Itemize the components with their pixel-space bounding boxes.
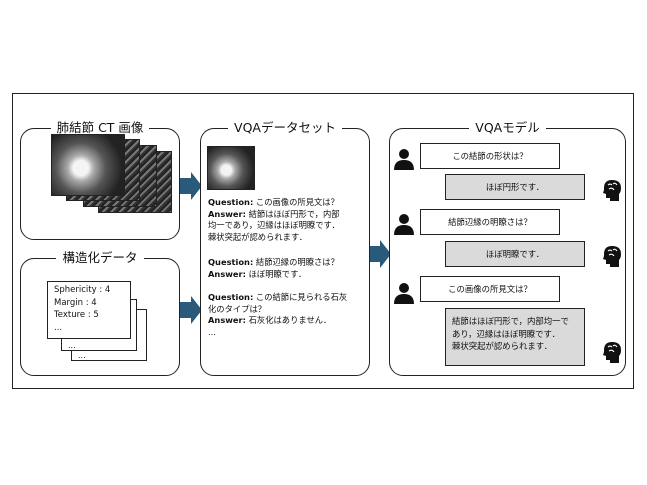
question-text: 化のタイプは？	[208, 303, 267, 314]
card-ellipsis: ...	[68, 341, 76, 350]
data-line: Sphericity : 4	[54, 285, 111, 295]
question-label: Question:	[208, 257, 254, 267]
question-text: この画像の所見文は？	[448, 284, 532, 294]
data-card-front: Sphericity : 4 Margin : 4 Texture : 5 ..…	[47, 281, 131, 339]
right-arrow-icon	[180, 296, 202, 324]
answer-label: Answer:	[208, 268, 246, 279]
answer-bubble: ほぼ円形です．	[445, 174, 585, 200]
answer-label: Answer:	[208, 208, 246, 219]
dataset-ct-thumbnail	[207, 146, 255, 190]
ct-slice-front	[51, 134, 125, 196]
question-text: この画像の所見文は？	[255, 197, 339, 207]
question-bubble: この画像の所見文は？	[420, 276, 560, 302]
answer-text: ほぼ明瞭です．	[248, 268, 307, 279]
structured-panel-title: 構造化データ	[56, 250, 144, 265]
question-text: 結節辺縁の明瞭さは？	[448, 217, 532, 227]
answer-bubble: 結節はほぼ円形で，内部均一で あり，辺縁はほぼ明瞭です． 棘状突起が認められます…	[445, 308, 585, 366]
ai-head-icon	[603, 246, 621, 267]
answer-text: 棘状突起が認められます．	[208, 231, 308, 242]
qa-item-1: Question: この画像の所見文は？ Answer: 結節はほぼ円形で，内部…	[208, 197, 378, 243]
answer-text: ほぼ円形です．	[485, 182, 545, 192]
answer-text: ほぼ明瞭です．	[485, 249, 545, 259]
ct-panel-title: 肺結節 CT 画像	[50, 120, 150, 135]
structured-data-panel: 構造化データ ... ... Sphericity : 4 Margin : 4…	[20, 250, 180, 376]
qa-item-3: Question: この結節に見られる石灰 化のタイプは？ Answer: 石灰…	[208, 292, 378, 338]
question-text: 結節辺縁の明瞭さは？	[255, 257, 339, 267]
model-panel-title: VQAモデル	[469, 120, 546, 135]
question-label: Question:	[208, 292, 254, 302]
right-arrow-icon	[180, 172, 202, 200]
answer-text: 結節はほぼ円形で，内部均一で	[452, 316, 569, 326]
answer-label: Answer:	[208, 315, 246, 326]
answer-text: あり，辺縁はほぼ明瞭です．	[452, 328, 560, 339]
question-bubble: 結節辺縁の明瞭さは？	[420, 209, 560, 235]
data-line: Margin : 4	[54, 297, 97, 308]
ai-head-icon	[603, 180, 621, 201]
question-text: この結節の形状は？	[452, 151, 528, 161]
answer-text: 石灰化はありません．	[248, 315, 332, 326]
card-ellipsis: ...	[78, 351, 86, 360]
answer-text: 棘状突起が認められます．	[452, 341, 553, 351]
ct-image-panel: 肺結節 CT 画像	[20, 120, 180, 240]
answer-text: 結節はほぼ円形で，内部	[248, 208, 340, 219]
answer-bubble: ほぼ明瞭です．	[445, 241, 585, 267]
right-arrow-icon	[369, 240, 391, 268]
question-text: この結節に見られる石灰	[255, 292, 348, 302]
qa-item-2: Question: 結節辺縁の明瞭さは？ Answer: ほぼ明瞭です．	[208, 257, 378, 280]
person-icon	[394, 214, 414, 235]
dataset-panel-title: VQAデータセット	[228, 120, 342, 135]
question-bubble: この結節の形状は？	[420, 143, 560, 169]
figure-frame	[12, 93, 634, 389]
person-icon	[394, 149, 414, 170]
data-line: Texture : 5	[54, 310, 99, 320]
data-line: ...	[54, 322, 63, 333]
answer-text: 均一であり，辺縁はほぼ明瞭です．	[208, 220, 340, 231]
ai-head-icon	[603, 342, 621, 363]
dataset-ellipsis: ...	[208, 326, 216, 337]
question-label: Question:	[208, 197, 254, 207]
person-icon	[394, 283, 414, 304]
